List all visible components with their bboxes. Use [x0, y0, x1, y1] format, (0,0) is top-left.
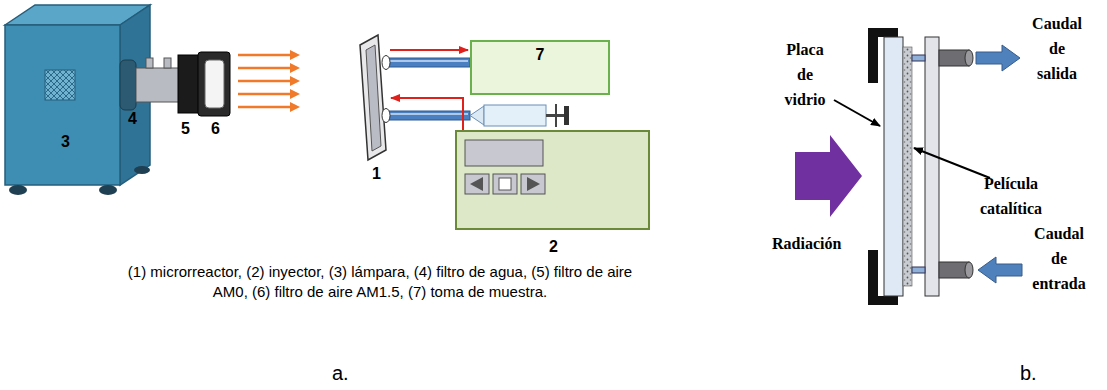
sample-box: 7	[470, 40, 610, 95]
lamp-box: 3	[5, 25, 120, 185]
callout-number: 5	[181, 120, 190, 138]
panel-label: b.	[1020, 362, 1037, 385]
microreactor-plate	[360, 35, 386, 160]
callout-number: 4	[128, 110, 137, 128]
part-label: Placa de vidrio	[778, 38, 832, 112]
leader-line	[914, 148, 990, 178]
water-filter	[120, 58, 180, 110]
node-label: 3	[61, 133, 70, 151]
flow-arrow	[391, 98, 463, 130]
leader-line	[834, 100, 880, 126]
am15-filter	[198, 52, 230, 116]
inlet-arrow	[978, 257, 1022, 283]
part-label: Caudal de salida	[1028, 12, 1086, 86]
callout-number: 6	[211, 120, 220, 138]
syringe	[470, 104, 569, 127]
tubing	[382, 56, 470, 123]
node-label: 7	[472, 42, 608, 64]
pump-controls	[457, 132, 648, 228]
caption-text: (1) microrreactor, (2) inyector, (3) lám…	[125, 262, 635, 301]
light-rays	[238, 50, 300, 112]
reactor-section	[868, 28, 973, 305]
part-label: Radiación	[772, 232, 841, 257]
flow-arrow	[390, 49, 468, 51]
microreactor: 1	[358, 33, 388, 163]
node-label: 1	[372, 165, 381, 183]
am0-filter	[178, 55, 200, 113]
part-label: Película catalítica	[968, 172, 1054, 222]
part-label: Caudal de entrada	[1026, 222, 1092, 296]
injector-pump: 2	[455, 130, 650, 230]
node-label: 2	[549, 238, 558, 256]
panel-label: a.	[332, 362, 349, 385]
radiation-arrow	[795, 135, 862, 217]
lamp-housing	[5, 5, 150, 195]
outlet-arrow	[976, 45, 1020, 71]
